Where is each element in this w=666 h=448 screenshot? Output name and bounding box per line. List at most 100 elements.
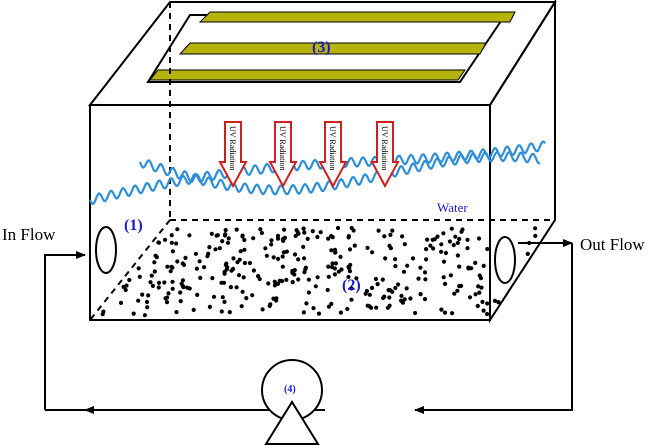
- particle: [194, 266, 199, 271]
- particle: [280, 237, 285, 242]
- particle: [292, 252, 298, 257]
- particle: [459, 229, 464, 234]
- label-part-3: (3): [312, 39, 331, 56]
- particle: [326, 236, 331, 241]
- label-part-1: (1): [124, 217, 143, 234]
- particle: [228, 285, 233, 290]
- particle: [170, 286, 175, 291]
- particle: [346, 274, 351, 280]
- particle: [475, 303, 480, 309]
- particle: [302, 256, 307, 261]
- particle: [260, 307, 265, 312]
- water-waves: [89, 140, 546, 206]
- particle: [388, 232, 393, 237]
- particle: [131, 311, 136, 316]
- particle: [313, 284, 318, 289]
- particle: [447, 239, 452, 244]
- particle: [301, 226, 306, 231]
- catalyst-particles: [100, 225, 538, 318]
- particle: [325, 287, 330, 293]
- particle: [263, 246, 268, 251]
- particle: [380, 277, 385, 282]
- reactor-right-face: [489, 0, 556, 324]
- particle: [404, 286, 409, 291]
- particle: [387, 243, 392, 248]
- particle: [441, 231, 446, 236]
- particle: [410, 256, 416, 261]
- particle: [174, 241, 179, 246]
- particle: [399, 293, 404, 298]
- particle: [382, 234, 387, 239]
- label-part-2: (2): [342, 277, 361, 294]
- particle: [118, 300, 124, 305]
- particle: [439, 249, 444, 254]
- particle: [422, 270, 428, 275]
- particle: [479, 285, 484, 290]
- particle: [165, 264, 170, 269]
- outlet-port: [494, 236, 516, 284]
- label-water: Water: [437, 200, 468, 215]
- particle: [296, 277, 301, 282]
- particle: [244, 296, 249, 301]
- particle: [439, 242, 444, 247]
- particle: [272, 283, 277, 288]
- particle: [240, 234, 245, 239]
- particle: [149, 273, 154, 278]
- particle: [302, 230, 307, 235]
- particle: [269, 242, 274, 247]
- particle: [349, 286, 354, 291]
- particle: [258, 227, 263, 232]
- particle: [393, 264, 398, 269]
- particle: [369, 285, 375, 290]
- particle: [385, 305, 390, 310]
- uv-arrow-1: UV Radiation: [218, 121, 248, 189]
- particle: [222, 271, 227, 276]
- particle: [525, 251, 530, 256]
- particle: [393, 285, 398, 291]
- particle: [223, 232, 228, 237]
- particle: [272, 279, 277, 284]
- particle: [240, 289, 245, 294]
- water-wave-top: [89, 140, 546, 206]
- particle: [197, 259, 202, 264]
- particle: [145, 305, 150, 310]
- particle: [326, 274, 331, 279]
- particle: [301, 244, 306, 249]
- particle: [496, 300, 501, 305]
- particle: [168, 269, 173, 274]
- particle: [448, 273, 453, 278]
- particle: [296, 257, 301, 262]
- particle: [290, 268, 295, 274]
- particle: [329, 248, 334, 253]
- particle: [346, 234, 351, 239]
- lamp-bar-3: [148, 69, 466, 81]
- uv-arrow-label: UV Radiation: [228, 126, 237, 171]
- particle: [234, 227, 239, 232]
- particle: [175, 227, 180, 232]
- particle: [441, 275, 446, 280]
- particle: [257, 276, 262, 282]
- particle: [306, 277, 311, 282]
- particle: [170, 279, 175, 284]
- particle: [451, 243, 456, 248]
- particle: [191, 307, 196, 312]
- particle: [383, 256, 388, 261]
- label-part-4: (4): [284, 384, 296, 395]
- particle: [280, 264, 285, 269]
- particle: [219, 309, 224, 314]
- particle: [121, 284, 126, 289]
- particle: [376, 228, 381, 233]
- particle: [473, 292, 478, 297]
- particle: [137, 274, 142, 279]
- particle: [330, 261, 335, 266]
- particle: [242, 247, 247, 252]
- particle: [373, 276, 378, 282]
- particle: [449, 226, 454, 231]
- particle: [170, 249, 175, 254]
- particle: [144, 299, 150, 305]
- particle: [316, 311, 322, 316]
- particle: [198, 275, 203, 280]
- particle: [221, 280, 227, 285]
- particle: [387, 295, 392, 300]
- particle: [315, 234, 320, 240]
